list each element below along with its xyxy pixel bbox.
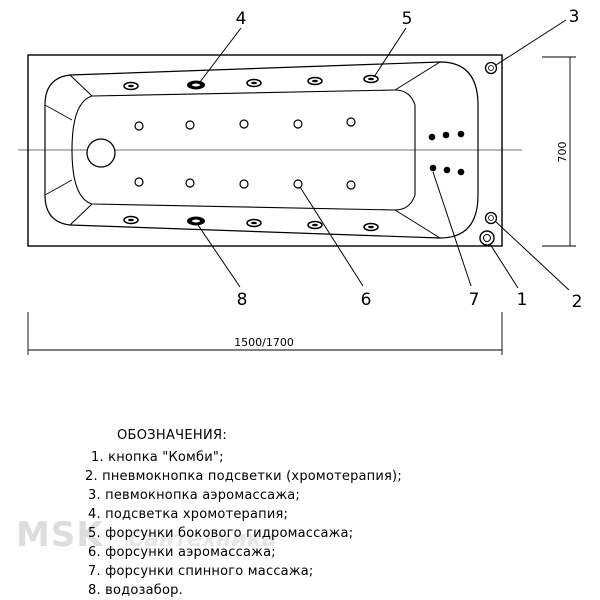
- tub-floor: [71, 89, 416, 211]
- callout-5: 5: [402, 9, 413, 29]
- legend-item-2: 2. пневмокнопка подсветки (хромотерапия)…: [85, 469, 402, 484]
- callout-8: 8: [237, 290, 248, 310]
- aero-nozzle-icon: [239, 179, 249, 189]
- back-massage-nozzles: [428, 130, 465, 176]
- callout-1: 1: [517, 290, 528, 310]
- aero-nozzle-icon: [346, 180, 356, 190]
- legend-item-6: 6. форсунки аэромассажа;: [88, 545, 276, 560]
- aero-nozzle-icon: [134, 121, 144, 131]
- aero-nozzle-icon: [293, 119, 303, 129]
- leader-line-4: [199, 27, 242, 83]
- back-nozzle-icon: [443, 166, 451, 174]
- leader-line-3: [495, 19, 567, 66]
- legend-title: ОБОЗНАЧЕНИЯ:: [117, 428, 228, 443]
- aero-nozzle-icon: [239, 119, 249, 129]
- side-nozzle-core: [312, 223, 318, 227]
- aero-nozzle-icon: [346, 117, 356, 127]
- back-nozzle-icon: [428, 133, 436, 141]
- dimension-length-label: 1500/1700: [234, 336, 294, 349]
- side-nozzle-core: [368, 77, 374, 81]
- drain-icon: [86, 138, 116, 168]
- callout-6: 6: [361, 290, 372, 310]
- button-inner-ring: [488, 65, 494, 71]
- legend-item-4: 4. подсветка хромотерапия;: [88, 507, 289, 522]
- aero-nozzles: [134, 117, 356, 190]
- tub-bowl-outer: [44, 61, 479, 239]
- bowl-edge-line: [69, 203, 93, 226]
- intake-highlight: [192, 219, 200, 223]
- button-inner-ring: [483, 234, 491, 242]
- aero-nozzle-icon: [185, 178, 195, 188]
- side-nozzle-core: [251, 221, 257, 225]
- back-nozzle-icon: [429, 164, 437, 172]
- leader-line-7: [432, 171, 472, 287]
- watermark-subtitle: Сантехника: [128, 527, 277, 552]
- legend-item-5: 5. форсунки бокового гидромассажа;: [88, 526, 354, 541]
- leader-line-1: [489, 243, 519, 289]
- tub-outer-rim: [27, 54, 503, 247]
- callout-7: 7: [469, 290, 480, 310]
- legend-item-8: 8. водозабор.: [88, 583, 183, 598]
- bowl-edge-line: [394, 61, 441, 91]
- legend-item-1: 1. кнопка "Комби";: [91, 450, 224, 465]
- leader-line-8: [197, 224, 241, 288]
- side-nozzle-core: [128, 218, 134, 222]
- leader-line-5: [373, 27, 407, 78]
- dimension-width: [542, 56, 576, 247]
- back-nozzle-icon: [457, 168, 465, 176]
- side-hydro-nozzles-top: [123, 74, 379, 91]
- side-nozzle-core: [251, 81, 257, 85]
- callout-4: 4: [236, 9, 247, 29]
- side-nozzle-core: [368, 225, 374, 229]
- watermark-logo: MSK: [16, 515, 104, 555]
- combi-button-icon: [479, 230, 495, 246]
- legend-item-7: 7. форсунки спинного массажа;: [88, 564, 314, 579]
- aero-nozzle-icon: [134, 177, 144, 187]
- callout-3: 3: [569, 7, 580, 27]
- side-hydro-nozzles-bottom: [123, 215, 379, 232]
- aero-nozzle-icon: [293, 179, 303, 189]
- back-nozzle-icon: [457, 130, 465, 138]
- leader-line-6: [299, 186, 364, 287]
- aero-pneumo-button-icon: [484, 61, 498, 75]
- bowl-edge-line: [44, 179, 73, 196]
- bowl-edge-line: [394, 209, 441, 239]
- back-nozzle-icon: [442, 131, 450, 139]
- leader-line-2: [494, 220, 570, 291]
- button-inner-ring: [488, 215, 494, 221]
- side-nozzle-core: [128, 84, 134, 88]
- dimension-length: [27, 312, 503, 355]
- light-pneumo-button-icon: [484, 211, 498, 225]
- callout-2: 2: [572, 292, 583, 312]
- dimension-width-label: 700: [556, 142, 569, 163]
- light-highlight: [192, 83, 200, 87]
- bowl-edge-line: [69, 74, 93, 97]
- legend-item-3: 3. певмокнопка аэромассажа;: [88, 488, 301, 503]
- aero-nozzle-icon: [185, 120, 195, 130]
- bowl-edge-line: [44, 104, 73, 121]
- side-nozzle-core: [312, 79, 318, 83]
